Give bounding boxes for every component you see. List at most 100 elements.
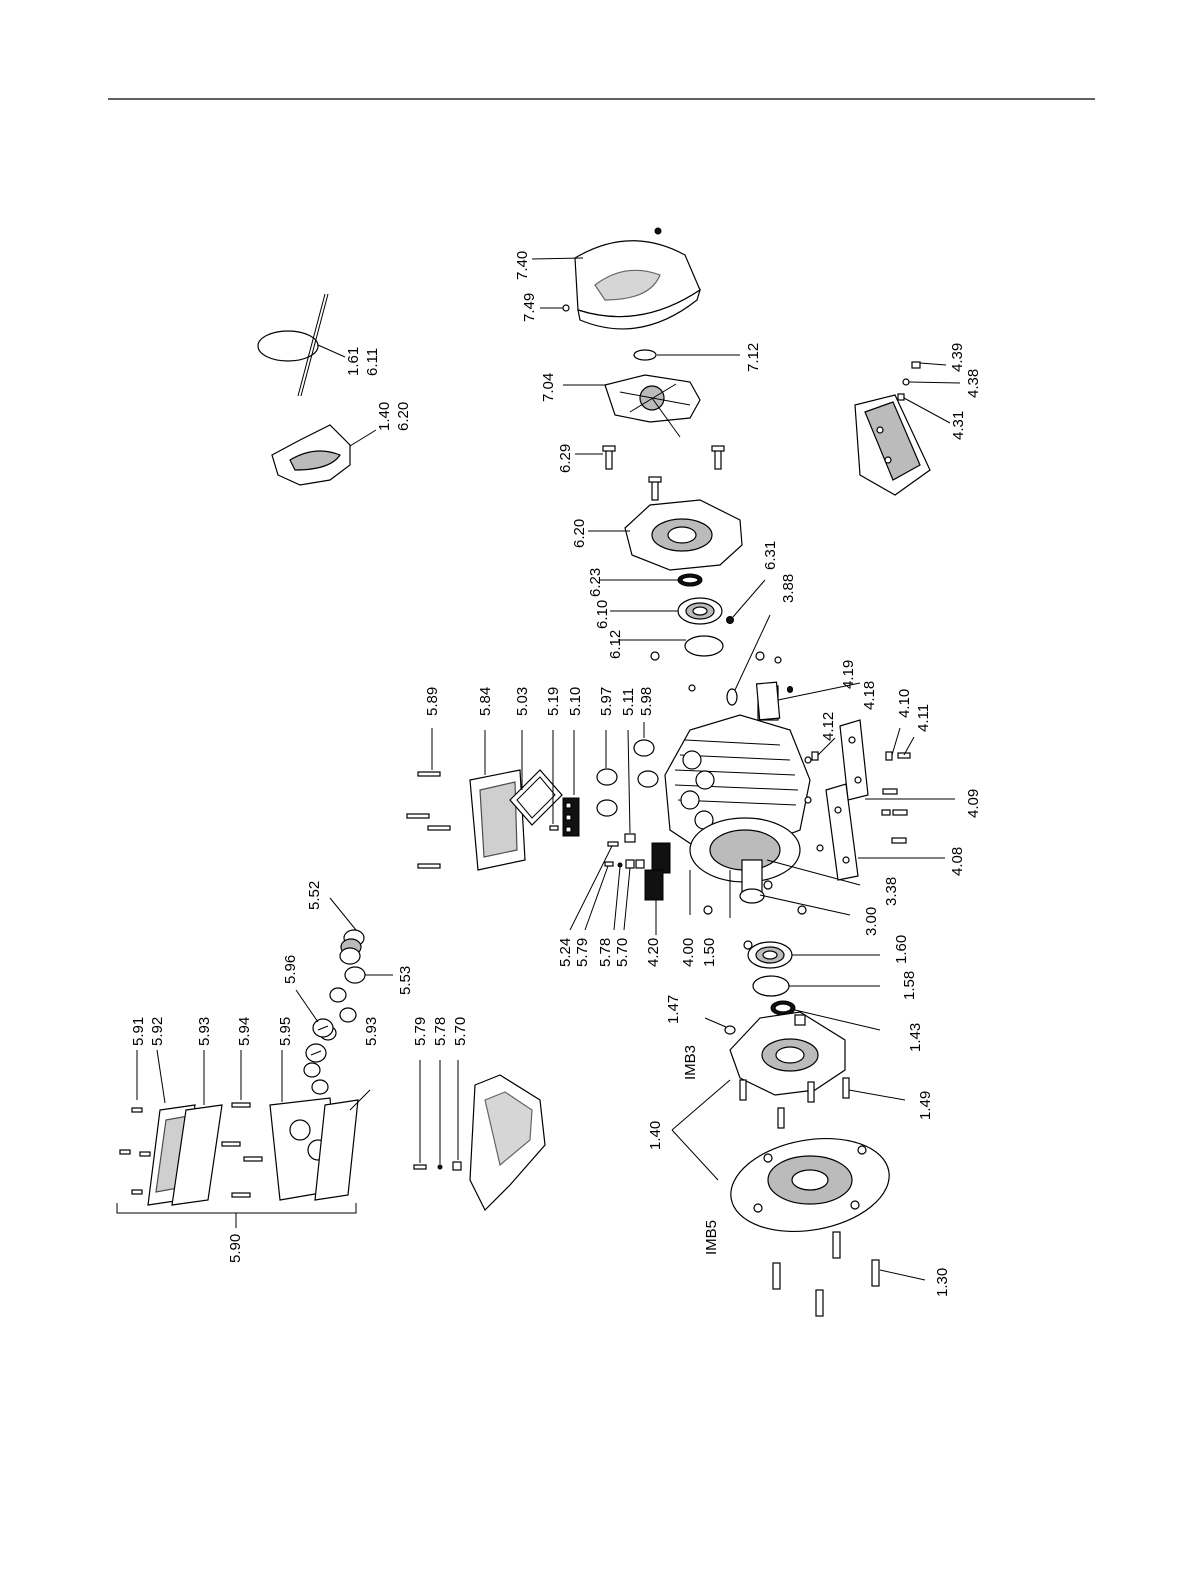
label-4-31: 4.31	[950, 411, 967, 440]
circlip-6-12	[684, 635, 724, 657]
foot-4-09	[839, 719, 869, 801]
screws-5-94	[221, 1102, 263, 1198]
screws-1-49	[739, 1077, 850, 1129]
end-shield-imb3	[729, 1011, 846, 1096]
front-shield	[689, 817, 801, 904]
label-5-92: 5.92	[149, 1017, 166, 1046]
label-5-19: 5.19	[545, 687, 562, 716]
label-7-12: 7.12	[745, 343, 762, 372]
label-1-30: 1.30	[934, 1268, 951, 1297]
label-5-79: 5.79	[574, 938, 591, 967]
label-1-49: 1.49	[917, 1091, 934, 1120]
label-5-89: 5.89	[424, 687, 441, 716]
label-3-88: 3.88	[780, 574, 797, 603]
label-6-11: 6.11	[364, 348, 381, 376]
adapter-box	[469, 1074, 546, 1212]
label-4-10: 4.10	[896, 689, 913, 718]
nameplate	[755, 681, 781, 721]
seal-rings	[303, 987, 357, 1095]
cable-gland-5-52	[339, 929, 365, 965]
circlip-7-12	[633, 349, 657, 361]
bearing-6-10	[677, 597, 723, 625]
label-5-90: 5.90	[227, 1234, 244, 1263]
key-3-88	[726, 688, 738, 706]
part-labels: 7.40 7.49 7.12 7.04 6.29 6.20 6.31 6.23 …	[130, 251, 982, 1297]
circlip-1-58	[752, 975, 790, 997]
label-7-40: 7.40	[514, 251, 531, 280]
screws-5-89	[406, 771, 451, 869]
label-5-53: 5.53	[397, 966, 414, 995]
fan-half-1-40	[271, 424, 351, 486]
label-5-70b: 5.70	[452, 1017, 469, 1046]
label-5-24: 5.24	[557, 938, 574, 967]
label-4-11: 4.11	[915, 704, 932, 732]
label-imb3: IMB3	[682, 1045, 699, 1080]
label-5-95: 5.95	[277, 1017, 294, 1046]
label-1-58: 1.58	[901, 971, 918, 1000]
label-5-52: 5.52	[306, 881, 323, 910]
label-1-40: 1.40	[647, 1121, 664, 1150]
label-5-79b: 5.79	[412, 1017, 429, 1046]
label-7-04: 7.04	[540, 373, 557, 402]
label-5-94: 5.94	[236, 1017, 253, 1046]
label-4-19: 4.19	[840, 660, 857, 689]
label-3-00: 3.00	[863, 907, 880, 936]
label-5-97: 5.97	[598, 687, 615, 716]
label-4-20: 4.20	[645, 938, 662, 967]
label-4-39: 4.39	[949, 343, 966, 372]
gasket-5-03	[509, 769, 563, 826]
gasket-5-93b	[314, 1099, 359, 1201]
label-5-03: 5.03	[514, 687, 531, 716]
label-5-10: 5.10	[567, 687, 584, 716]
label-4-18: 4.18	[861, 681, 878, 710]
label-5-93b: 5.93	[363, 1017, 380, 1046]
bearing-1-60	[747, 941, 793, 969]
terminal-cover-5-84	[469, 769, 526, 871]
label-imb5: IMB5	[703, 1220, 720, 1255]
label-6-23: 6.23	[587, 568, 604, 597]
plugs-5-96	[305, 1018, 334, 1063]
label-4-09: 4.09	[965, 789, 982, 818]
label-6-20b: 6.20	[395, 402, 412, 431]
label-5-98: 5.98	[638, 687, 655, 716]
fan	[604, 374, 701, 438]
label-6-10: 6.10	[594, 600, 611, 629]
label-1-50: 1.50	[701, 938, 718, 967]
label-1-61: 1.61	[345, 347, 362, 376]
label-1-60: 1.60	[893, 935, 910, 964]
cable-glands-4-20	[644, 842, 671, 901]
label-5-78b: 5.78	[432, 1017, 449, 1046]
label-4-08: 4.08	[949, 847, 966, 876]
screws-5-91	[119, 1107, 151, 1195]
foot-4-08	[825, 783, 859, 881]
label-1-43: 1.43	[907, 1023, 924, 1052]
label-5-91: 5.91	[130, 1017, 147, 1046]
gaskets-5-98	[633, 739, 659, 788]
screws-1-30	[772, 1231, 880, 1317]
bracket-5-90	[116, 1203, 357, 1228]
screws-6-29	[602, 445, 725, 501]
label-5-78: 5.78	[597, 938, 614, 967]
label-5-93: 5.93	[196, 1017, 213, 1046]
label-4-38: 4.38	[965, 369, 982, 398]
label-6-29: 6.29	[557, 444, 574, 473]
label-4-12: 4.12	[820, 712, 837, 741]
label-5-96: 5.96	[282, 955, 299, 984]
end-shield-6-20	[624, 499, 743, 571]
label-5-11: 5.11	[620, 688, 637, 716]
terminal-bracket	[854, 394, 931, 496]
label-3-38: 3.38	[883, 877, 900, 906]
label-4-00: 4.00	[680, 938, 697, 967]
label-6-31: 6.31	[762, 541, 779, 570]
gaskets-5-97	[596, 768, 618, 817]
label-6-20: 6.20	[571, 519, 588, 548]
flange-imb5	[730, 1137, 890, 1233]
fan-cover	[562, 227, 702, 330]
terminal-block	[562, 797, 580, 837]
label-6-12: 6.12	[607, 630, 624, 659]
label-7-49: 7.49	[521, 293, 538, 322]
label-5-84: 5.84	[477, 687, 494, 716]
ring-1-61	[257, 293, 329, 397]
label-1-47: 1.47	[665, 995, 682, 1024]
